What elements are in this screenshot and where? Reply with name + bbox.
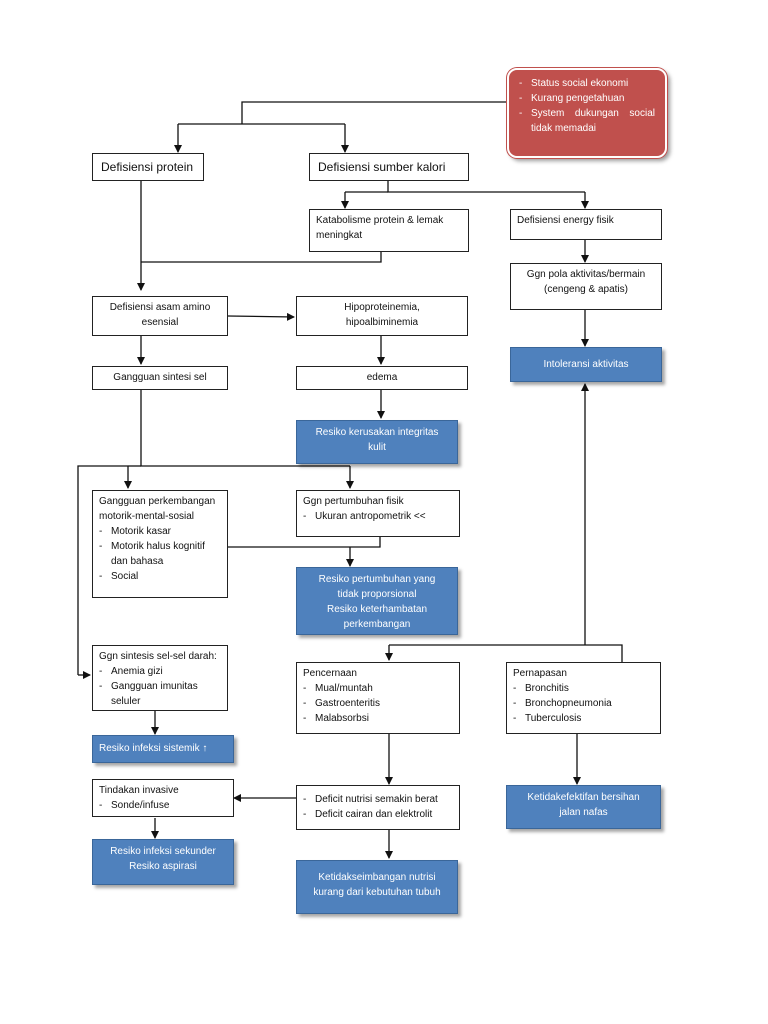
node-pernapasan: Pernapasan Bronchitis Bronchopneumonia T…	[506, 662, 661, 734]
node-label: hipoalbiminemia	[345, 317, 419, 328]
list-item: Motorik halus kognitif dan bahasa	[99, 539, 221, 569]
node-pertumbuhan: Ggn pertumbuhan fisik Ukuran antropometr…	[296, 490, 460, 537]
diagnosis-resiko-kulit: Resiko kerusakan integritas kulit	[296, 420, 458, 464]
diagnosis-label: Resiko aspirasi	[129, 861, 197, 872]
factor-item: Kurang pengetahuan	[519, 91, 655, 106]
node-label: Defisiensi protein	[101, 160, 194, 174]
list-item: Motorik kasar	[99, 524, 221, 539]
diagnosis-label: Ketidakseimbangan nutrisi	[318, 872, 436, 883]
node-edema: edema	[296, 366, 468, 390]
list-item: Ukuran antropometrik <<	[303, 509, 453, 524]
list-item: Anemia gizi	[99, 664, 221, 679]
node-pencernaan: Pencernaan Mual/muntah Gastroenteritis M…	[296, 662, 460, 734]
diagnosis-label: tidak proporsional	[337, 589, 417, 600]
node-perkembangan: Gangguan perkembangan motorik-mental-sos…	[92, 490, 228, 598]
node-def-amino: Defisiensi asam amino esensial	[92, 296, 228, 336]
diagnosis-label: Resiko infeksi sekunder	[110, 846, 216, 857]
diagnosis-label: perkembangan	[343, 619, 411, 630]
node-label: Defisiensi energy fisik	[517, 215, 614, 226]
node-title: Gangguan perkembangan	[99, 496, 216, 507]
node-gangguan-sintesi: Gangguan sintesi sel	[92, 366, 228, 390]
diagnosis-bersihan: Ketidakefektifan bersihan jalan nafas	[506, 785, 661, 829]
node-deficit: Deficit nutrisi semakin berat Deficit ca…	[296, 785, 460, 830]
node-label: Katabolisme protein & lemak meningkat	[316, 215, 444, 241]
node-title: Pencernaan	[303, 668, 357, 679]
node-katabolisme: Katabolisme protein & lemak meningkat	[309, 209, 469, 252]
node-title: Tindakan invasive	[99, 785, 179, 796]
node-label: Hipoproteinemia,	[344, 302, 420, 313]
list-item: Bronchitis	[513, 681, 654, 696]
list-item: Malabsorbsi	[303, 711, 453, 726]
node-label: Defisiensi asam amino	[109, 302, 211, 313]
diagnosis-label: Resiko keterhambatan	[326, 604, 428, 615]
diagnosis-resiko-sistemik: Resiko infeksi sistemik ↑	[92, 735, 234, 763]
connector-bottom-split	[389, 644, 623, 662]
connector-left-rail	[77, 465, 128, 675]
list-item: Gangguan imunitas seluler	[99, 679, 221, 709]
diagnosis-label: jalan nafas	[559, 807, 608, 818]
diagnosis-intoleransi: Intoleransi aktivitas	[510, 347, 662, 382]
list-item: Sonde/infuse	[99, 798, 227, 813]
diagnosis-label: kulit	[368, 442, 386, 453]
list-item: Deficit nutrisi semakin berat	[303, 792, 453, 807]
node-label: (cengeng & apatis)	[544, 284, 628, 295]
node-label: edema	[366, 372, 398, 383]
connector-pertumbuhan-down	[228, 537, 381, 548]
node-hipo: Hipoproteinemia, hipoalbiminemia	[296, 296, 468, 336]
node-label: Ggn pola aktivitas/bermain	[526, 269, 646, 280]
node-def-kalori: Defisiensi sumber kalori	[309, 153, 469, 181]
node-title: Ggn sintesis sel-sel darah:	[99, 651, 217, 662]
factor-item: Status social ekonomi	[519, 76, 655, 91]
node-label: Gangguan sintesi sel	[113, 372, 207, 383]
node-def-protein: Defisiensi protein	[92, 153, 204, 181]
diagnosis-label: Resiko pertumbuhan yang	[318, 574, 436, 585]
diagnosis-label: Resiko infeksi sistemik ↑	[99, 743, 208, 754]
node-tindakan: Tindakan invasive Sonde/infuse	[92, 779, 234, 817]
node-def-energy: Defisiensi energy fisik	[510, 209, 662, 240]
node-title: Ggn pertumbuhan fisik	[303, 496, 404, 507]
diagnosis-label: Ketidakefektifan bersihan	[527, 792, 640, 803]
list-item: Mual/muntah	[303, 681, 453, 696]
list-item: Tuberculosis	[513, 711, 654, 726]
node-label: Defisiensi sumber kalori	[318, 160, 446, 174]
diagnosis-label: Intoleransi aktivitas	[543, 359, 629, 370]
diagnosis-ketidakseimbangan: Ketidakseimbangan nutrisi kurang dari ke…	[296, 860, 458, 914]
connector-katabolisme-to-amino	[141, 252, 382, 263]
diagnosis-resiko-pertumbuhan: Resiko pertumbuhan yang tidak proporsion…	[296, 567, 458, 635]
list-item: Deficit cairan dan elektrolit	[303, 807, 453, 822]
factor-item: System dukungan social tidak memadai	[519, 106, 655, 136]
node-darah: Ggn sintesis sel-sel darah: Anemia gizi …	[92, 645, 228, 711]
node-ggn-pola: Ggn pola aktivitas/bermain (cengeng & ap…	[510, 263, 662, 310]
list-item: Gastroenteritis	[303, 696, 453, 711]
list-item: Bronchopneumonia	[513, 696, 654, 711]
diagnosis-label: kurang dari kebutuhan tubuh	[313, 887, 441, 898]
node-title: motorik-mental-sosial	[99, 511, 195, 522]
diagnosis-resiko-sekunder: Resiko infeksi sekunder Resiko aspirasi	[92, 839, 234, 885]
risk-factors-box: Status social ekonomi Kurang pengetahuan…	[507, 68, 667, 158]
diagnosis-label: Resiko kerusakan integritas	[315, 427, 439, 438]
arrow-amino-to-hipo	[227, 312, 295, 321]
node-label: esensial	[141, 317, 179, 328]
connector-factors	[241, 101, 510, 124]
list-item: Social	[99, 569, 221, 584]
connector-kalori-split	[387, 180, 585, 193]
node-title: Pernapasan	[513, 668, 567, 679]
